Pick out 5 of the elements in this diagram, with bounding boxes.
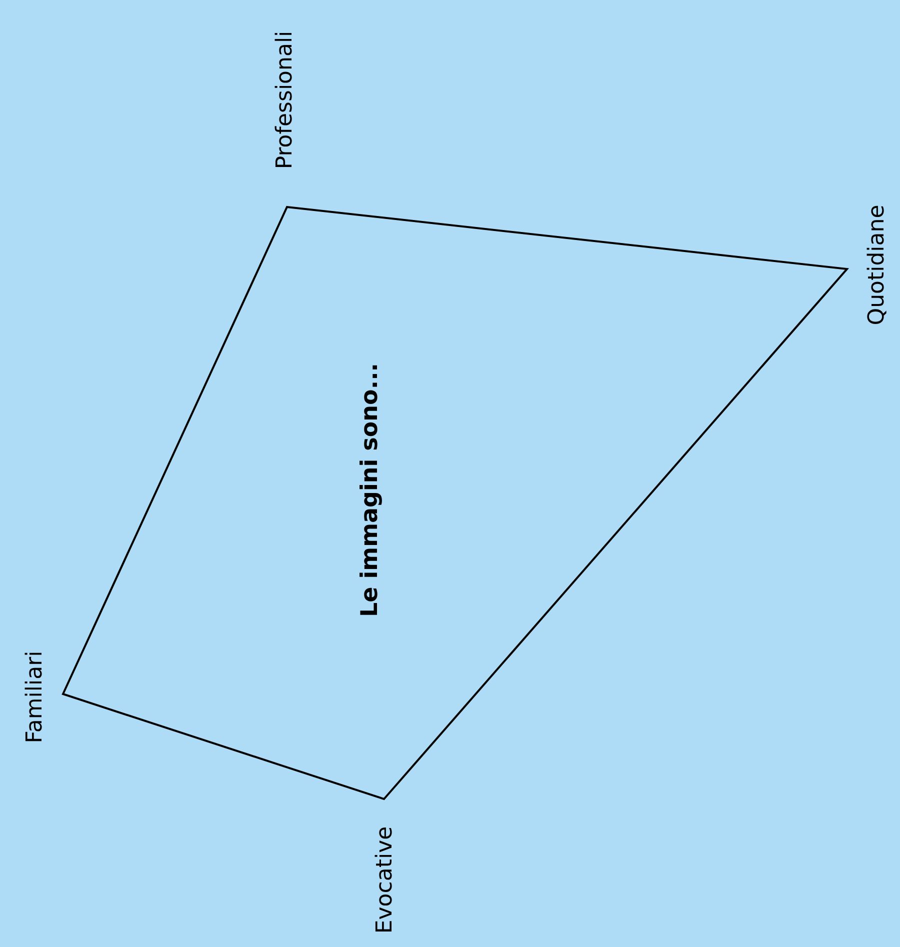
corner-label: Quotidiane (864, 204, 890, 326)
center-text: Le immagini sono... (357, 362, 383, 618)
corner-label: Familiari (22, 650, 48, 744)
corner-label: Evocative (372, 826, 398, 934)
corner-label: Professionali (272, 30, 298, 170)
